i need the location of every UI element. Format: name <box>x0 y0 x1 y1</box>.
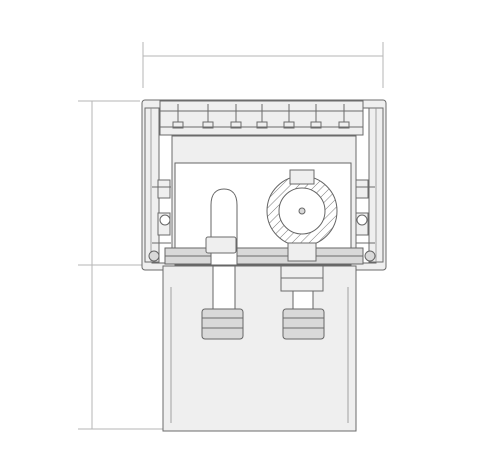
right-compression-fitting <box>282 308 325 340</box>
dimension-lines <box>78 42 384 430</box>
upper-housing <box>141 99 387 271</box>
top-clip-row <box>172 104 350 129</box>
clip-6 <box>310 104 322 129</box>
bottom-left-screw <box>148 250 160 262</box>
left-pipe <box>210 188 238 266</box>
left-fitting-ridges <box>202 317 243 329</box>
left-fastener <box>159 214 171 226</box>
right-clamp-upper <box>355 179 369 199</box>
clip-5 <box>283 104 295 129</box>
left-lower-pipe <box>212 265 236 314</box>
clip-2 <box>202 104 214 129</box>
clip-4 <box>256 104 268 129</box>
bottom-right-screw <box>364 250 376 262</box>
left-pipe-sleeve <box>205 236 237 254</box>
right-fastener <box>356 214 368 226</box>
valve-lower-neck <box>287 242 317 262</box>
clip-1 <box>172 104 184 129</box>
clip-3 <box>230 104 242 129</box>
valve-top-cap <box>289 169 315 185</box>
valve-axis-dot <box>298 207 306 215</box>
left-side-rail <box>144 107 160 263</box>
left-clamp-upper <box>157 179 171 199</box>
lower-section <box>162 265 357 432</box>
left-compression-fitting <box>201 308 244 340</box>
lower-mounting-box <box>162 265 357 432</box>
valve-assembly <box>205 169 338 266</box>
right-fitting-ridges <box>283 317 324 329</box>
clip-7 <box>338 104 350 129</box>
